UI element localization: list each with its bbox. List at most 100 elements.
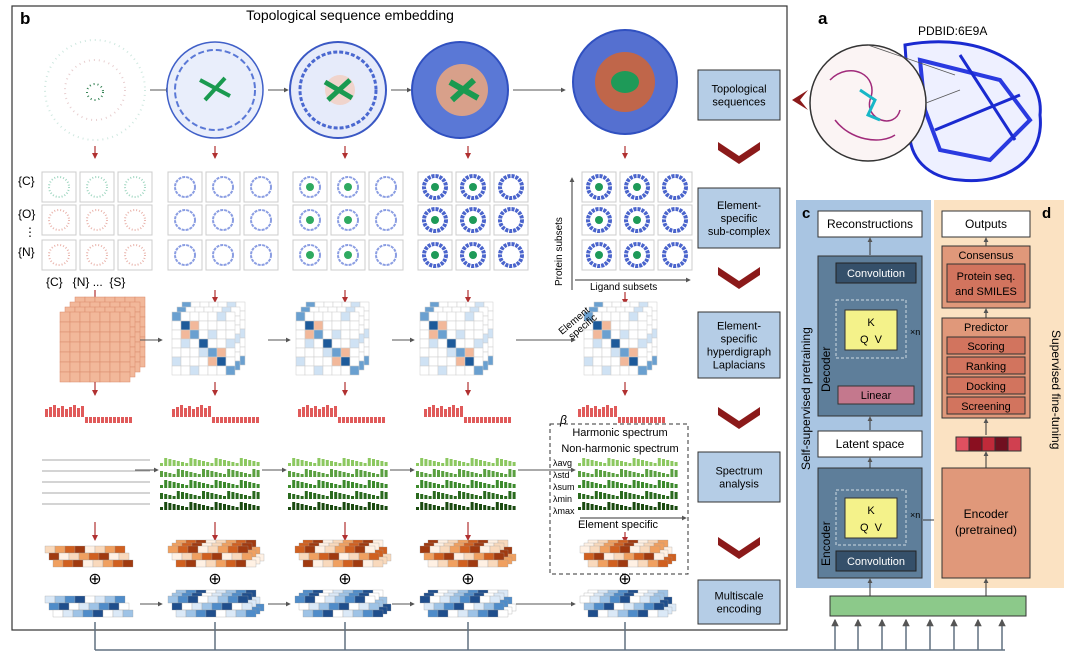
nonharmonic-bar: [416, 493, 419, 499]
encoding-cell: [362, 559, 374, 568]
nonharmonic-bar: [304, 505, 308, 510]
laplacian-cell: [455, 365, 466, 376]
nonharmonic-bar: [235, 485, 239, 488]
nonharmonic-bar: [300, 474, 304, 477]
nonharmonic-bar: [512, 484, 516, 488]
laplacian-cell: [583, 347, 594, 358]
subcomplex-ligand: [595, 183, 603, 191]
encoding-cell: [599, 595, 611, 604]
nonharmonic-bar: [304, 491, 308, 499]
laplacian-cell: [225, 338, 236, 349]
nonharmonic-bar: [674, 492, 678, 499]
nonharmonic-bar: [495, 480, 499, 488]
harmonic-bar: [65, 409, 68, 417]
nonharmonic-bar: [491, 485, 495, 488]
nonharmonic-bar: [611, 459, 615, 466]
laplacian-cell: [189, 329, 200, 340]
nonharmonic-bar: [483, 461, 487, 466]
nonharmonic-bar: [611, 495, 615, 499]
nonharmonic-bar: [197, 496, 201, 499]
nonharmonic-bar: [437, 506, 440, 510]
nonharmonic-bar: [189, 480, 193, 488]
nonharmonic-bar: [624, 462, 628, 466]
nonharmonic-bar: [599, 492, 602, 499]
protein-subsets-label: Protein subsets: [554, 217, 565, 286]
harmonic-bar: [472, 417, 475, 423]
encoding-cell: [245, 559, 257, 568]
nonharmonic-bar: [458, 469, 461, 477]
encoding-cell: [587, 609, 599, 618]
nonharmonic-bar: [479, 482, 482, 488]
nonharmonic-bar: [367, 472, 371, 477]
laplacian-cell: [189, 338, 200, 349]
nonharmonic-bar: [582, 502, 586, 510]
encoding-cell: [52, 559, 64, 568]
nonharmonic-bar: [359, 484, 363, 488]
nonharmonic-bar: [227, 469, 231, 477]
nonharmonic-bar: [670, 491, 674, 499]
harmonic-bar: [444, 409, 447, 417]
laplacian-cell: [119, 371, 131, 383]
nonharmonic-bar: [491, 471, 495, 477]
laplacian-cell: [313, 320, 324, 331]
nonharmonic-bar: [334, 492, 338, 499]
nonharmonic-bar: [214, 480, 218, 488]
nonharmonic-bar: [363, 493, 367, 499]
encoding-cell: [657, 609, 669, 618]
oplus-symbol: ⊕: [618, 571, 631, 588]
harmonic-bar: [578, 409, 581, 417]
nonharmonic-bar: [330, 505, 333, 510]
encoding-cell: [623, 602, 635, 611]
protein-seq-box: [946, 263, 1026, 303]
encoding-cell: [322, 609, 334, 618]
nonharmonic-bar: [594, 505, 598, 510]
nonharmonic-bar: [176, 483, 180, 488]
encoding-cell: [302, 559, 314, 568]
encoding-cell: [473, 552, 485, 561]
laplacian-cell: [313, 329, 324, 340]
harmonic-bar: [374, 417, 377, 423]
nonharmonic-bar: [296, 495, 300, 499]
encoding-cell: [122, 609, 134, 618]
point-cloud: [44, 39, 146, 141]
laplacian-cell: [171, 329, 182, 340]
laplacian-cell: [464, 338, 475, 349]
nonharmonic-bar: [330, 491, 333, 499]
linear-label: Linear: [861, 390, 892, 402]
nonharmonic-bar: [445, 480, 449, 488]
laplacian-cell: [295, 311, 306, 322]
laplacian-cell: [313, 347, 324, 358]
encoding-cell: [171, 552, 183, 561]
encoding-cell: [82, 609, 94, 618]
nonharmonic-bar: [508, 491, 512, 499]
nonharmonic-bar: [292, 480, 296, 488]
subcomplex-structure: [586, 242, 612, 268]
nonharmonic-bar: [252, 469, 256, 477]
nonharmonic-bar: [487, 484, 491, 488]
outputs-label: Outputs: [965, 217, 1007, 231]
nonharmonic-bar: [586, 495, 590, 499]
nonharmonic-bar: [504, 496, 508, 499]
encoding-cell: [112, 609, 124, 618]
nonharmonic-bar: [168, 503, 172, 510]
subcomplex-structure: [662, 207, 688, 233]
nonharmonic-bar: [632, 502, 636, 510]
laplacian-cell: [349, 329, 360, 340]
nonharmonic-bar: [235, 493, 239, 499]
nonharmonic-bar: [620, 491, 623, 499]
encoding-cell: [479, 545, 491, 554]
binding-site-zoom: [809, 44, 961, 162]
encoding-cell: [593, 602, 605, 611]
laplacian-cell: [437, 329, 448, 340]
nonharmonic-bar: [309, 506, 312, 510]
nonharmonic-bar: [470, 472, 474, 477]
nonharmonic-bar: [590, 474, 594, 477]
laplacian-cell: [171, 347, 182, 358]
nonharmonic-bar: [334, 470, 338, 477]
encoding-cell: [82, 559, 94, 568]
nonharmonic-bar: [288, 463, 291, 466]
nonharmonic-bar: [611, 481, 615, 488]
laplacian-cell: [79, 341, 91, 353]
subcomplex-structure: [124, 209, 146, 231]
nonharmonic-bar: [500, 503, 503, 510]
